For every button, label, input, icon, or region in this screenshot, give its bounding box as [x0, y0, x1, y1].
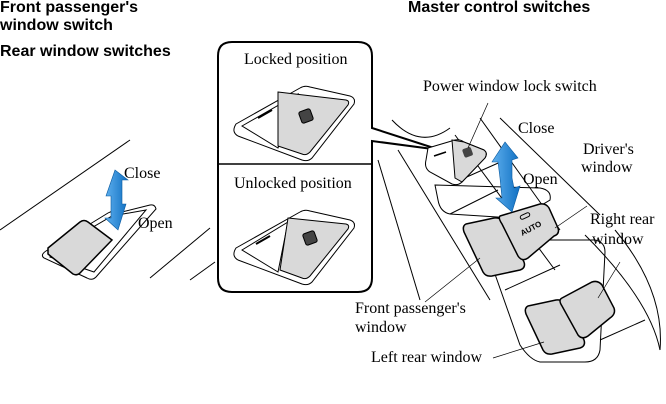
- label-power-window-lock-switch: Power window lock switch: [423, 78, 597, 95]
- lock-switch-locked: [233, 85, 355, 162]
- label-master-close: Close: [518, 120, 555, 137]
- left-updown-arrow-icon: [104, 169, 129, 231]
- left-switch-illustration: [0, 139, 216, 281]
- lock-switch-unlocked: [233, 209, 355, 286]
- label-right-rear-line1: Right rear: [590, 211, 655, 228]
- heading-front-passenger-line1: Front passenger's: [0, 0, 139, 16]
- label-left-open: Open: [138, 215, 173, 232]
- label-front-passenger-window-line1: Front passenger's: [355, 300, 466, 317]
- power-window-lock-switch[interactable]: [425, 139, 487, 186]
- right-rear-window-switch[interactable]: [559, 280, 616, 339]
- label-drivers-window-line1: Driver's: [583, 141, 634, 158]
- drivers-window-switch[interactable]: [498, 203, 560, 261]
- label-front-passenger-window-line2: window: [355, 319, 407, 336]
- heading-master-control-switches: Master control switches: [408, 0, 591, 16]
- label-left-rear-window: Left rear window: [371, 349, 483, 366]
- label-unlocked-position: Unlocked position: [234, 175, 352, 192]
- label-master-open: Open: [523, 171, 558, 188]
- label-locked-position: Locked position: [244, 51, 348, 68]
- label-right-rear-line2: window: [592, 231, 644, 248]
- leader-lines: [424, 102, 621, 359]
- lock-callout-box: [217, 41, 441, 293]
- heading-rear-window-switches: Rear window switches: [0, 43, 171, 60]
- left-switch-button[interactable]: [47, 219, 114, 276]
- label-left-close: Close: [124, 165, 161, 182]
- label-drivers-window-line2: window: [581, 159, 633, 176]
- master-panel-illustration: [377, 117, 661, 363]
- master-updown-arrow-icon: [491, 141, 521, 213]
- heading-front-passenger-line2: window switch: [0, 17, 113, 34]
